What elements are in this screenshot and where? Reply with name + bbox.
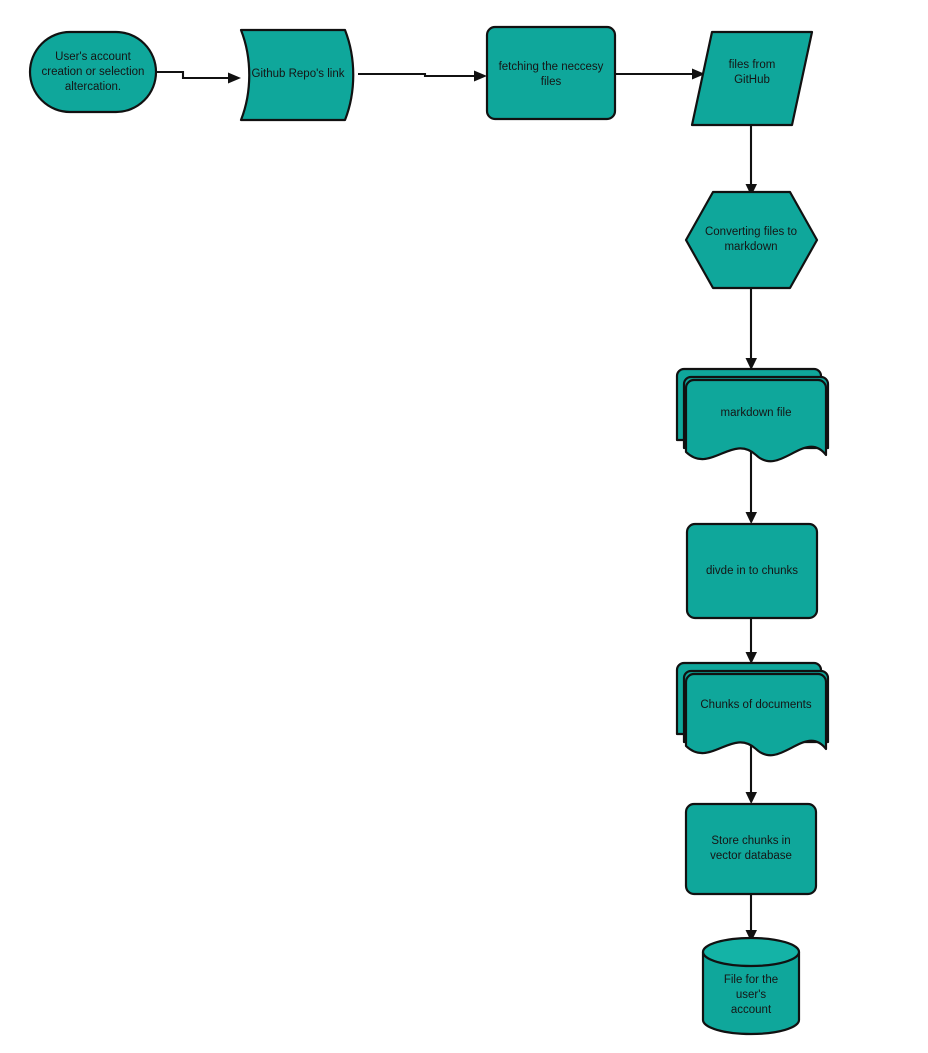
- node-markdown-file[interactable]: markdown file: [675, 367, 830, 463]
- edge-divide-to-chunks: [745, 618, 757, 664]
- edge-store-to-file: [745, 894, 757, 942]
- node-fetching-files[interactable]: fetching the neccesy files: [485, 25, 617, 121]
- node-store-chunks[interactable]: Store chunks in vector database: [684, 802, 818, 896]
- node-file-user-account[interactable]: File for the user's account: [701, 936, 801, 1036]
- edge-user-to-repo: [156, 70, 241, 84]
- edge-repo-to-fetching: [358, 70, 487, 82]
- node-chunks-of-documents[interactable]: Chunks of documents: [675, 661, 830, 757]
- node-files-from-github[interactable]: files from GitHub: [690, 30, 814, 127]
- edge-files-to-converting: [745, 126, 757, 196]
- edge-converting-to-markdown: [745, 288, 757, 370]
- node-github-repo-link[interactable]: Github Repo's link: [239, 28, 355, 122]
- node-divide-chunks[interactable]: divde in to chunks: [685, 522, 819, 620]
- edge-chunks-to-store: [745, 742, 757, 804]
- edge-markdown-to-divide: [745, 448, 757, 524]
- node-user-account[interactable]: User's account creation or selection alt…: [28, 30, 158, 114]
- node-converting-markdown[interactable]: Converting files to markdown: [684, 190, 819, 290]
- edge-fetching-to-files: [615, 68, 705, 80]
